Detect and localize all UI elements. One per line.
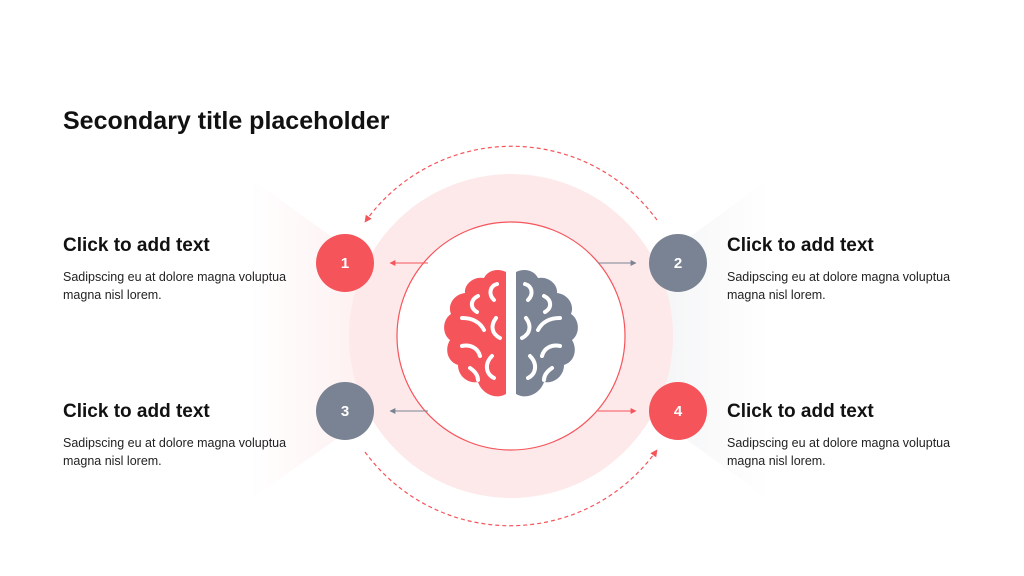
wedge-right xyxy=(604,178,770,500)
step-number: 3 xyxy=(340,402,350,420)
block-heading[interactable]: Click to add text xyxy=(63,235,210,256)
wedge-left xyxy=(250,178,420,500)
block-heading[interactable]: Click to add text xyxy=(63,401,210,422)
text-block-4[interactable]: Click to add text Sadipscing eu at dolor… xyxy=(727,401,987,470)
brain-icon xyxy=(444,270,578,397)
step-badge-3: 3 xyxy=(316,382,374,440)
block-body[interactable]: Sadipscing eu at dolore magna voluptua m… xyxy=(727,270,951,302)
block-body[interactable]: Sadipscing eu at dolore magna voluptua m… xyxy=(63,270,287,302)
block-heading[interactable]: Click to add text xyxy=(727,401,874,422)
step-badge-2: 2 xyxy=(649,234,707,292)
text-block-3[interactable]: Click to add text Sadipscing eu at dolor… xyxy=(63,401,323,470)
step-number: 2 xyxy=(673,254,683,272)
block-body[interactable]: Sadipscing eu at dolore magna voluptua m… xyxy=(63,436,287,468)
block-heading[interactable]: Click to add text xyxy=(727,235,874,256)
text-block-2[interactable]: Click to add text Sadipscing eu at dolor… xyxy=(727,235,987,304)
block-body[interactable]: Sadipscing eu at dolore magna voluptua m… xyxy=(727,436,951,468)
slide-title: Secondary title placeholder xyxy=(63,107,390,135)
center-circle xyxy=(396,221,626,451)
step-badge-4: 4 xyxy=(649,382,707,440)
step-badge-1: 1 xyxy=(316,234,374,292)
cycle-arrow-bottom xyxy=(364,449,658,527)
cycle-arrow-top xyxy=(364,145,658,223)
step-number: 1 xyxy=(340,254,350,272)
text-block-1[interactable]: Click to add text Sadipscing eu at dolor… xyxy=(63,235,323,304)
step-number: 4 xyxy=(673,402,683,420)
